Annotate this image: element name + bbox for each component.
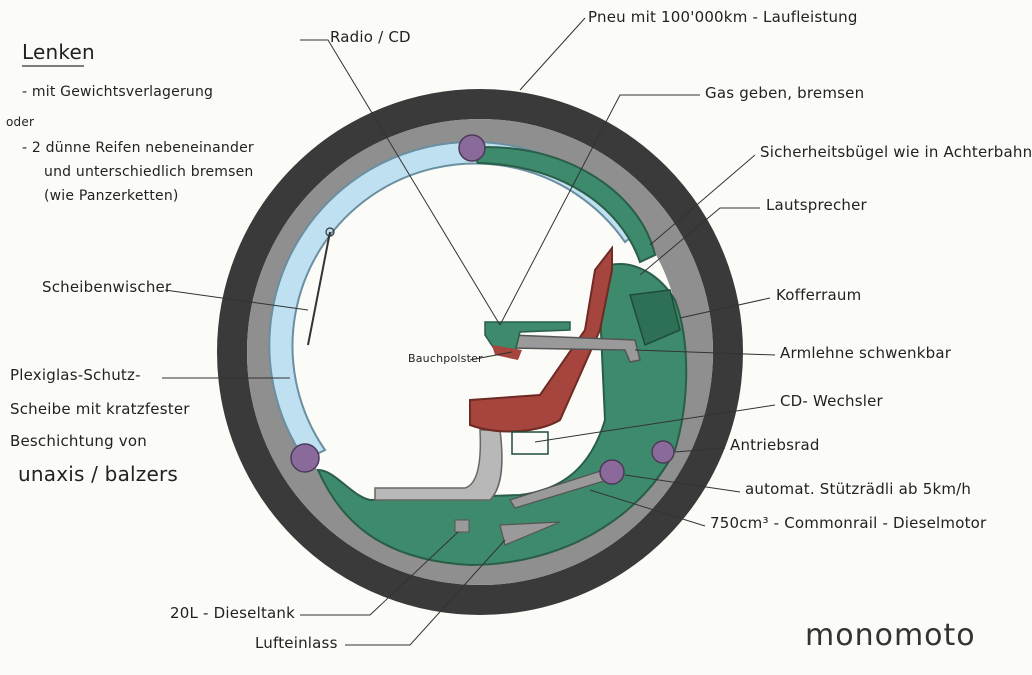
label-air-intake: Lufteinlass [255, 634, 338, 652]
label-safety-bar: Sicherheitsbügel wie in Achterbahn [760, 143, 1032, 161]
label-cd-changer: CD- Wechsler [780, 392, 883, 410]
safety-bar [468, 146, 657, 264]
tire [217, 89, 743, 615]
roller-left [290, 443, 320, 473]
notes-or: oder [6, 115, 35, 129]
notes-line-4: (wie Panzerketten) [44, 188, 179, 204]
label-armrest: Armlehne schwenkbar [780, 344, 952, 362]
label-tire: Pneu mit 100'000km - Laufleistung [588, 8, 858, 26]
wiper [307, 231, 331, 346]
label-gas: Gas geben, bremsen [705, 84, 865, 102]
notes-line-3: und unterschiedlich bremsen [44, 164, 254, 180]
label-wiper: Scheibenwischer [42, 278, 172, 296]
air-intake [499, 521, 561, 546]
label-fuel-tank: 20L - Dieseltank [170, 604, 296, 622]
monowheel-diagram [22, 17, 776, 646]
roller-top [458, 134, 486, 162]
label-drive-wheel: Antriebsrad [730, 436, 820, 454]
steering-unit [484, 321, 571, 353]
trunk [629, 289, 681, 347]
label-engine: 750cm³ - Commonrail - Dieselmotor [710, 514, 987, 532]
label-radio: Radio / CD [330, 28, 411, 46]
label-plexi-1: Plexiglas-Schutz- [10, 366, 141, 384]
brand-logo: monomoto [805, 618, 976, 653]
fuel-tank [454, 519, 470, 533]
label-plexi-4: unaxis / balzers [18, 462, 179, 486]
support-wheel [599, 459, 625, 485]
label-speaker: Lautsprecher [766, 196, 867, 214]
notes-title: Lenken [22, 40, 95, 64]
roller-right [651, 440, 675, 464]
label-trunk: Kofferraum [776, 286, 862, 304]
label-support-wheels: automat. Stützrädli ab 5km/h [745, 480, 972, 498]
label-plexi-2: Scheibe mit kratzfester [10, 400, 190, 418]
cd-changer [511, 431, 549, 455]
leader-lines [162, 17, 776, 646]
notes-line-2: - 2 dünne Reifen nebeneinander [22, 140, 254, 156]
label-plexi-3: Beschichtung von [10, 432, 147, 450]
notes-line-1: - mit Gewichtsverlagerung [22, 84, 214, 100]
label-belly-pad: Bauchpolster [408, 352, 483, 365]
seat-frame [374, 429, 503, 501]
